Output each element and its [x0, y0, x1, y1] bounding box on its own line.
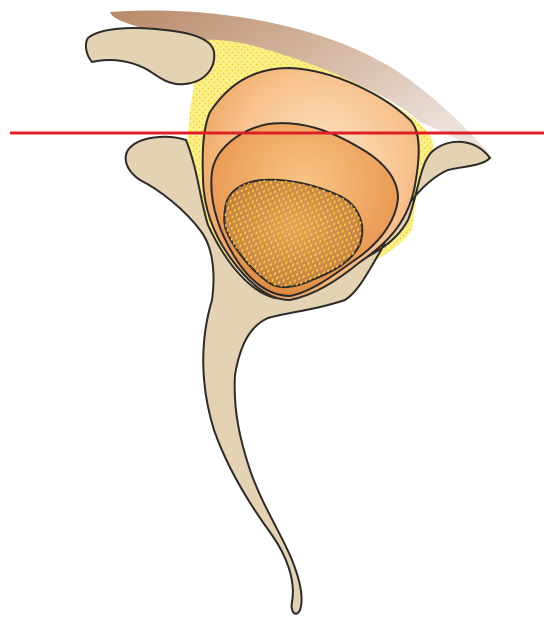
- upper-bony-arch: [86, 28, 214, 84]
